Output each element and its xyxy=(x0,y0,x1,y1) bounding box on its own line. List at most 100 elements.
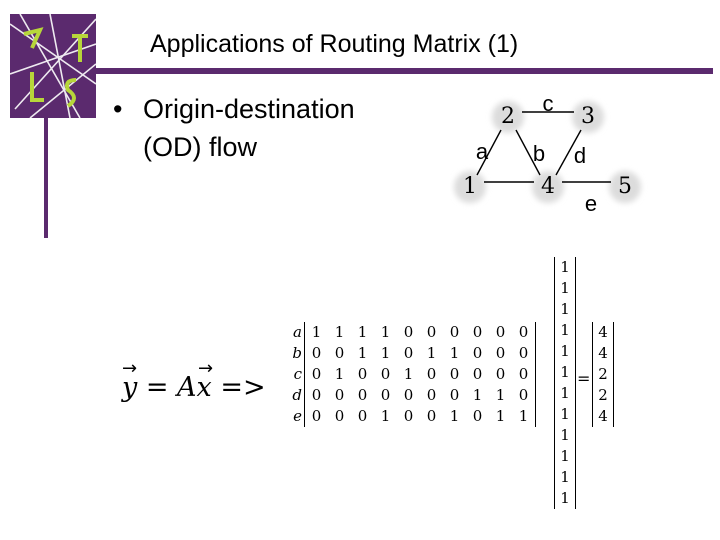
title-underline xyxy=(96,68,713,74)
row-label-e: e xyxy=(293,407,302,425)
edge-label-e: e xyxy=(584,191,598,216)
edge-label-a: a xyxy=(475,139,489,164)
node-5: 5 xyxy=(618,174,632,199)
result-entry: 2 xyxy=(598,386,608,404)
matrix-cell: 0 xyxy=(518,344,529,362)
node-2: 2 xyxy=(501,104,515,129)
result-entry: 4 xyxy=(598,323,608,341)
edge-a xyxy=(476,129,502,176)
matrix-cell: 0 xyxy=(495,323,506,341)
matrix-cell: 0 xyxy=(311,344,322,362)
row-label-a: a xyxy=(293,323,302,341)
university-logo-icon xyxy=(10,14,96,118)
graph-edges xyxy=(454,101,641,203)
matrix-cell: 0 xyxy=(357,386,368,404)
matrix-cell: 1 xyxy=(380,344,391,362)
formula-y-equals-ax: y = Ax => xyxy=(122,372,266,403)
matrix-cell: 0 xyxy=(518,365,529,383)
matrix-cell: 0 xyxy=(311,365,322,383)
bullet-text: Origin-destination (OD) flow xyxy=(143,90,355,166)
matrix-cell: 1 xyxy=(380,407,391,425)
matrix-cell: 0 xyxy=(426,365,437,383)
slide-title: Applications of Routing Matrix (1) xyxy=(150,30,519,58)
edge-d xyxy=(555,129,582,176)
matrix-cell: 0 xyxy=(472,344,483,362)
row-label-d: d xyxy=(292,386,302,404)
matrix-cell: 0 xyxy=(495,365,506,383)
matrix-cell: 1 xyxy=(495,386,506,404)
bullet-line-1: Origin-destination xyxy=(143,94,355,124)
result-entry: 4 xyxy=(598,344,608,362)
result-entry: 4 xyxy=(598,407,608,425)
x-vector-entry: 1 xyxy=(560,258,570,276)
bullet-glyph: • xyxy=(113,94,123,124)
vector-arrow-y: → xyxy=(122,358,138,379)
matrix-cell: 1 xyxy=(449,407,460,425)
x-vector-entry: 1 xyxy=(560,300,570,318)
matrix-cell: 0 xyxy=(380,365,391,383)
left-accent-bar xyxy=(44,118,48,238)
edge-label-d: d xyxy=(573,143,587,168)
matrix-cell: 0 xyxy=(403,386,414,404)
x-vector-entry: 1 xyxy=(560,342,570,360)
matrix-cell: 0 xyxy=(449,323,460,341)
x-vector-entry: 1 xyxy=(560,279,570,297)
matrix-cell: 1 xyxy=(334,365,345,383)
matrix-cell: 1 xyxy=(403,365,414,383)
row-label-b: b xyxy=(292,344,302,362)
matrix-cell: 0 xyxy=(426,407,437,425)
matrix-cell: 0 xyxy=(426,386,437,404)
matrix-cell: 0 xyxy=(518,323,529,341)
matrix-cell: 1 xyxy=(495,407,506,425)
matrix-row-labels: a b c d e xyxy=(282,322,302,427)
node-4: 4 xyxy=(541,174,555,199)
matrix-cell: 0 xyxy=(472,365,483,383)
x-vector-entry: 1 xyxy=(560,405,570,423)
matrix-cell: 0 xyxy=(426,323,437,341)
edge-label-b: b xyxy=(532,141,546,166)
matrix-cell: 1 xyxy=(426,344,437,362)
matrix-cell: 0 xyxy=(334,407,345,425)
edge-b xyxy=(515,129,541,176)
matrix-cell: 0 xyxy=(334,386,345,404)
x-vector-entry: 1 xyxy=(560,384,570,402)
matrix-cell: 0 xyxy=(357,407,368,425)
matrix-cell: 0 xyxy=(334,344,345,362)
matrix-cell: 1 xyxy=(334,323,345,341)
matrix-cell: 1 xyxy=(357,323,368,341)
matrix-cell: 1 xyxy=(472,386,483,404)
matrix-cell: 0 xyxy=(472,407,483,425)
matrix-cell: 1 xyxy=(311,323,322,341)
network-graph: 2 3 1 4 5 a b c d e xyxy=(450,90,650,216)
x-vector-entry: 1 xyxy=(560,468,570,486)
matrix-cell: 1 xyxy=(380,323,391,341)
matrix-cell: 0 xyxy=(403,344,414,362)
matrix-cell: 0 xyxy=(449,365,460,383)
vector-arrow-x: → xyxy=(198,358,214,379)
x-vector-entry: 1 xyxy=(560,426,570,444)
matrix-cell: 1 xyxy=(518,407,529,425)
row-label-c: c xyxy=(293,365,302,383)
edge-label-c: c xyxy=(542,91,554,116)
x-vector-entry: 1 xyxy=(560,321,570,339)
matrix-cell: 0 xyxy=(472,323,483,341)
matrix-cell: 0 xyxy=(311,407,322,425)
node-3: 3 xyxy=(581,104,595,129)
matrix-cell: 0 xyxy=(449,386,460,404)
matrix-cell: 0 xyxy=(403,323,414,341)
node-1: 1 xyxy=(463,174,477,199)
matrix-cell: 0 xyxy=(518,386,529,404)
matrix-cell: 1 xyxy=(357,344,368,362)
bullet-line-2: (OD) flow xyxy=(143,132,257,162)
equals-sign: = xyxy=(577,369,591,388)
matrix-cell: 0 xyxy=(380,386,391,404)
matrix-cell: 1 xyxy=(449,344,460,362)
